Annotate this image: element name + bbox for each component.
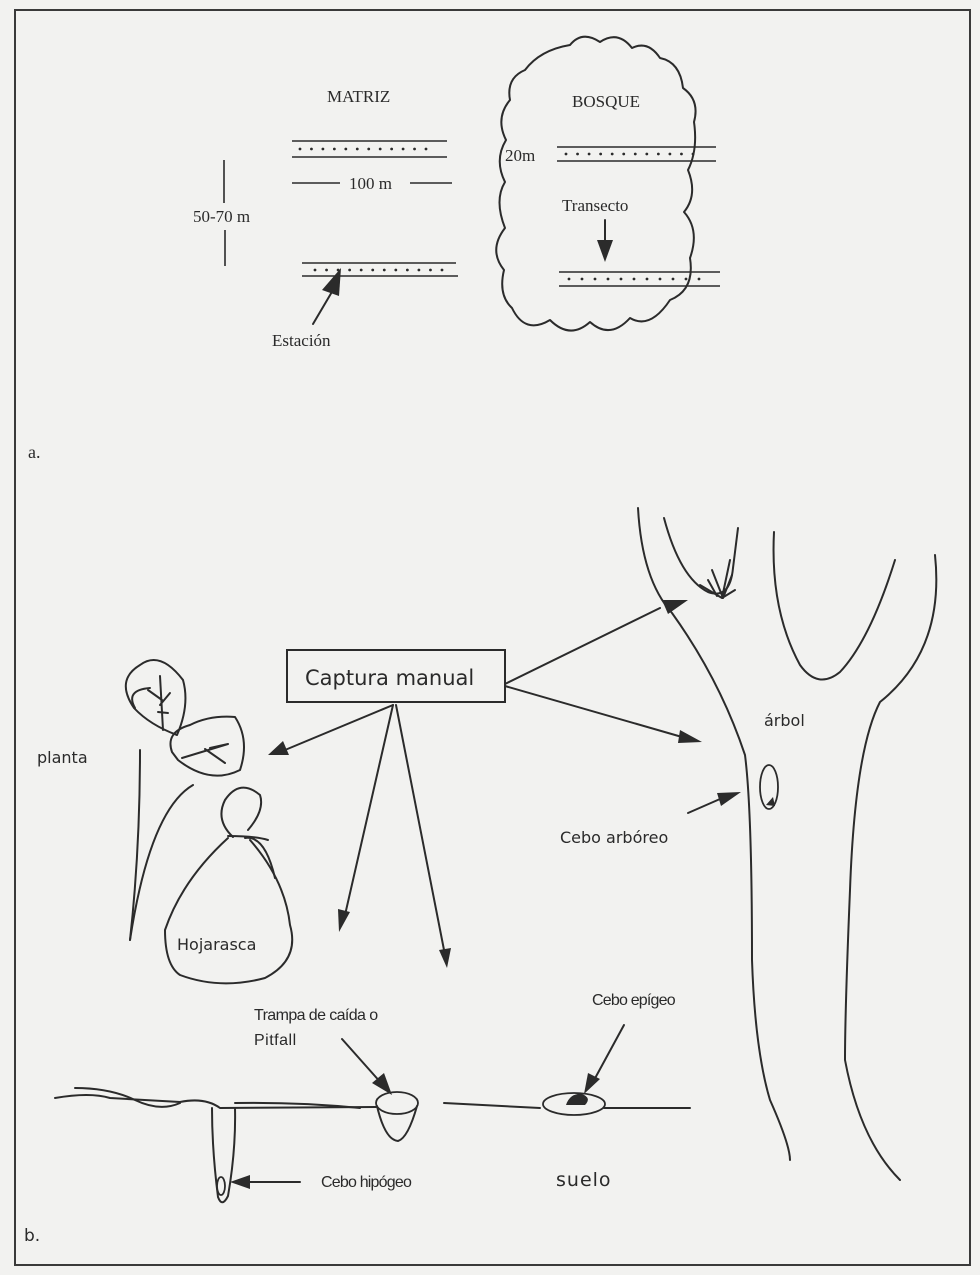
manual-capture-box (286, 649, 506, 703)
transect-point (332, 147, 336, 151)
transect-point (593, 277, 597, 281)
transect-point (567, 277, 571, 281)
matriz-spacing-label: 50-70 m (193, 207, 250, 226)
transect-point (606, 277, 610, 281)
transect-point (405, 268, 409, 272)
figure-frame (14, 9, 971, 1266)
transect-point (668, 152, 672, 156)
transect-point (440, 268, 444, 272)
transect-point (359, 268, 363, 272)
bosque-transect-bottom (559, 271, 720, 287)
hypogeal-bait-label: Cebo hipógeo (321, 1174, 412, 1191)
panel-b: Captura manual (24, 507, 938, 1246)
plant-label: planta (37, 748, 88, 767)
manual-capture-label: Captura manual (305, 666, 474, 690)
bosque-title: BOSQUE (572, 92, 640, 111)
transect-point (413, 147, 416, 151)
transect-point (576, 152, 579, 156)
transect-point (348, 268, 352, 272)
transect-point (633, 152, 637, 156)
transect-point (697, 277, 701, 281)
transect-point (355, 147, 359, 151)
transect-point (645, 277, 649, 281)
arrow-to-ground (395, 704, 451, 968)
transect-point (310, 147, 313, 151)
plant-drawing (124, 659, 245, 941)
transect-point (564, 152, 568, 156)
panel-b-label: b. (24, 1226, 40, 1246)
transect-point (622, 152, 626, 156)
arrow-to-trunk (504, 685, 702, 743)
epiphyte-icon (699, 559, 736, 599)
soil-label: suelo (556, 1169, 612, 1191)
transect-point (371, 268, 375, 272)
transect-point (645, 152, 649, 156)
ground-line (54, 1087, 691, 1109)
transect-point (656, 152, 660, 156)
epigeal-bait (542, 1092, 606, 1116)
panel-a-label: a. (28, 442, 41, 462)
transect-point (382, 268, 386, 272)
transect-point (344, 147, 348, 151)
transect-point (680, 152, 683, 156)
arboreal-bait-label: Cebo arbóreo (560, 828, 668, 847)
arrow-to-epigeal-bait (584, 1024, 625, 1094)
bosque-transect-top (557, 146, 716, 162)
pitfall-label-line2: Pitfall (254, 1032, 297, 1049)
transect-point (367, 147, 371, 151)
arrow-to-arboreal-bait (687, 792, 741, 814)
matriz-transect-bottom (302, 262, 458, 277)
pitfall-trap (375, 1091, 419, 1142)
transect-point (325, 268, 328, 272)
transect-point (684, 277, 688, 281)
transect-point (691, 152, 695, 156)
panel-a: MATRIZ 100 m 50-70 m Estación BOSQUE 20m (28, 35, 720, 462)
station-arrow (312, 268, 341, 325)
transect-label: Transecto (562, 196, 628, 215)
transect-point (394, 268, 398, 272)
leaf-litter-bag (164, 786, 294, 985)
station-label: Estación (272, 331, 331, 350)
arrow-to-plant (268, 704, 394, 755)
transect-point (658, 277, 662, 281)
arrow-to-hypogeal-bait (230, 1175, 301, 1189)
transect-point (424, 147, 428, 151)
transect-point (599, 152, 603, 156)
transect-point (429, 268, 432, 272)
pitfall-label-line1: Trampa de caída o (254, 1007, 378, 1024)
transect-point (587, 152, 591, 156)
arrow-to-pitfall (341, 1038, 392, 1095)
epigeal-bait-label: Cebo epígeo (592, 992, 676, 1009)
transect-point (298, 147, 302, 151)
leaf-litter-label: Hojarasca (177, 935, 256, 954)
transect-point (321, 147, 325, 151)
matriz-title: MATRIZ (327, 87, 390, 106)
arrow-to-canopy (504, 600, 688, 685)
arboreal-bait-ellipse (759, 764, 779, 810)
transect-point (378, 147, 382, 151)
transect-point (390, 147, 394, 151)
transect-point (580, 277, 584, 281)
tree-label: árbol (764, 711, 805, 730)
matriz-width-label: 100 m (349, 174, 392, 193)
transect-point (619, 277, 623, 281)
transect-point (313, 268, 317, 272)
bosque-width-label: 20m (505, 146, 535, 165)
transect-point (417, 268, 421, 272)
transect-arrow (597, 219, 613, 262)
forest-outline (495, 35, 697, 332)
arboreal-bait-icon (766, 797, 775, 806)
transect-point (671, 277, 675, 281)
arrow-to-leaf-litter (338, 704, 394, 932)
transect-point (401, 147, 405, 151)
hypogeal-bait-tube (211, 1107, 237, 1204)
transect-point (610, 152, 614, 156)
matriz-transect-top (292, 140, 447, 158)
transect-point (632, 277, 636, 281)
